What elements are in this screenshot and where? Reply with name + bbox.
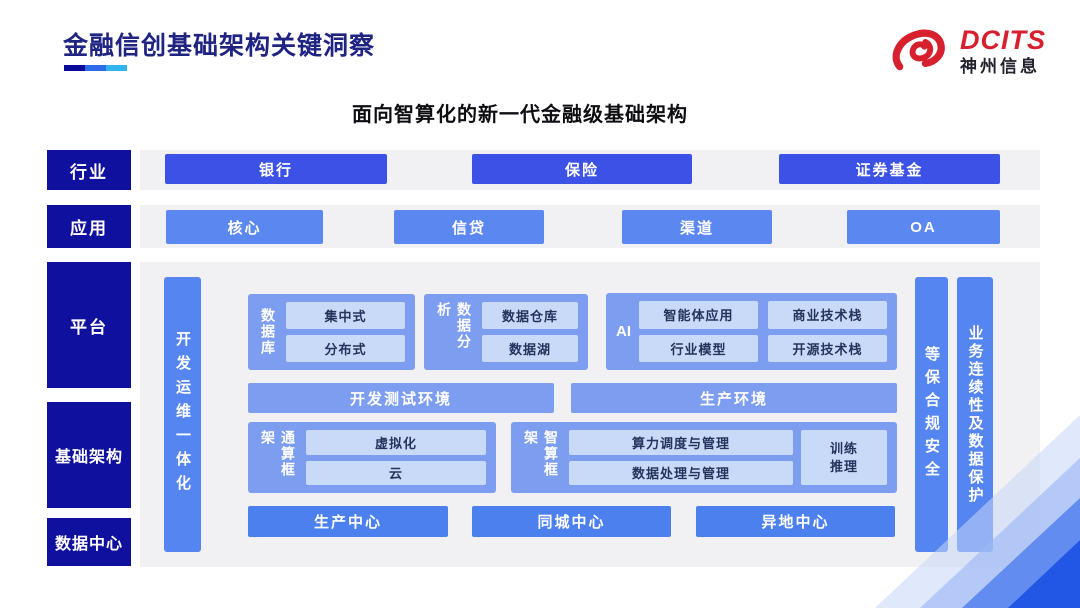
sidebar-item-application: 应用 [47,205,131,248]
ai-group: AI 智能体应用 商业技术栈 行业模型 开源技术栈 [606,293,897,370]
ai-commercial-stack: 商业技术栈 [768,301,887,329]
dev-test-environment-bar: 开发测试环境 [248,383,554,413]
sidebar-item-industry: 行业 [47,150,131,190]
compute-scheduling-management: 算力调度与管理 [569,430,793,455]
company-logo: DCITS 神州信息 [886,18,1056,84]
database-distributed: 分布式 [286,335,405,362]
ai-group-label: AI [616,323,631,340]
analytics-warehouse: 数据仓库 [482,302,578,329]
app-channel: 渠道 [622,210,772,244]
database-group: 数据库 集中式 分布式 [248,294,415,370]
cloud: 云 [306,460,486,485]
data-processing-management: 数据处理与管理 [569,460,793,485]
security-compliance-bar: 等保合规安全 [915,277,948,552]
general-computing-framework-group: 通算框架 虚拟化 云 [248,422,496,493]
intelligent-framework-label: 智算框架 [523,430,559,478]
analytics-group-label: 数据分析 [436,302,472,350]
general-framework-label: 通算框架 [260,430,296,478]
sidebar-item-platform: 平台 [47,262,131,388]
title-underline [64,65,127,71]
remote-center: 异地中心 [696,506,895,537]
intelligent-computing-framework-group: 智算框架 算力调度与管理 数据处理与管理 训练 推理 [511,422,897,493]
same-city-center: 同城中心 [472,506,671,537]
app-credit: 信贷 [394,210,544,244]
diagram-title: 面向智算化的新一代金融级基础架构 [352,104,688,126]
ai-opensource-stack: 开源技术栈 [768,334,887,362]
database-centralized: 集中式 [286,302,405,329]
training-inference: 训练 推理 [801,430,887,485]
business-continuity-bar: 业务连续性及数据保护 [957,277,993,552]
app-oa: OA [847,210,1000,244]
production-center: 生产中心 [248,506,448,537]
industry-bank: 银行 [165,154,387,184]
industry-securities-funds: 证券基金 [779,154,1000,184]
database-group-label: 数据库 [260,308,276,356]
logo-company-text: 神州信息 [960,56,1040,76]
page-title: 金融信创基础架构关键洞察 [63,32,376,60]
ai-industry-model: 行业模型 [639,334,758,362]
analytics-lake: 数据湖 [482,335,578,362]
production-environment-bar: 生产环境 [571,383,897,413]
sidebar-item-datacenter: 数据中心 [47,518,131,566]
ai-agent-app: 智能体应用 [639,301,758,329]
analytics-group: 数据分析 数据仓库 数据湖 [424,294,588,370]
app-core: 核心 [166,210,323,244]
devops-vertical-bar: 开发运维一体化 [164,277,201,552]
industry-insurance: 保险 [472,154,692,184]
virtualization: 虚拟化 [306,430,486,455]
sidebar-item-infrastructure: 基础架构 [47,402,131,508]
logo-brand-text: DCITS [960,25,1046,56]
swirl-logo-icon [892,29,945,71]
